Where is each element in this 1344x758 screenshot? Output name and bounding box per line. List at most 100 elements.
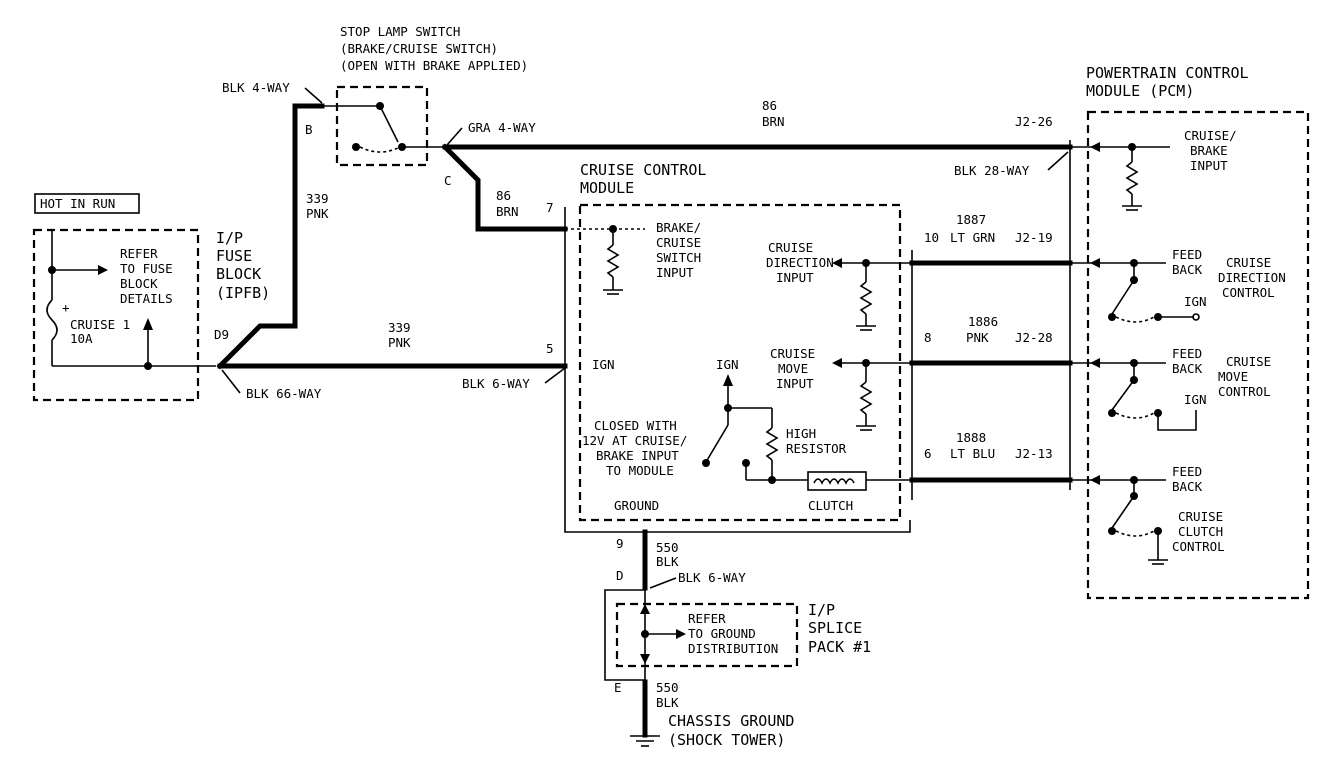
wire-1887-num: 1887	[956, 212, 986, 227]
pcm-j2-28: J2-28	[1015, 330, 1053, 345]
ccm-dir-input2: DIRECTION	[766, 255, 834, 270]
pcm-dir-control1: CRUISE	[1226, 255, 1271, 270]
wire-1887-color: LT GRN	[950, 230, 995, 245]
ground-pin-e: E	[614, 680, 622, 695]
ccm-pin8: 8	[924, 330, 932, 345]
ipfb-title4: (IPFB)	[216, 284, 270, 302]
pcm-j2-13: J2-13	[1015, 446, 1053, 461]
ccm-brake-input2: CRUISE	[656, 235, 701, 250]
stop-lamp-title3: (OPEN WITH BRAKE APPLIED)	[340, 58, 528, 73]
wire-1888-num: 1888	[956, 430, 986, 445]
ccm-connector: BLK 6-WAY	[462, 376, 530, 391]
ccm-brake-input1: BRAKE/	[656, 220, 701, 235]
ccm-move-input1: CRUISE	[770, 346, 815, 361]
splice-pack-box	[615, 602, 799, 668]
pcm-clutch-control1: CRUISE	[1178, 509, 1223, 524]
wire-1886-num: 1886	[968, 314, 998, 329]
ccm-high-resistor2: RESISTOR	[786, 441, 847, 456]
ipfb-connector: BLK 66-WAY	[246, 386, 322, 401]
fuse-label: CRUISE 1	[70, 317, 130, 332]
ccm-brake-input3: SWITCH	[656, 250, 701, 265]
wire-339-top-num: 339	[306, 191, 329, 206]
ccm-pin5: 5	[546, 341, 554, 356]
ccm-inner-box	[578, 203, 902, 522]
pcm-title2: MODULE (PCM)	[1086, 82, 1194, 100]
pcm-dir-control3: CONTROL	[1222, 285, 1275, 300]
ccm-closed-with1: CLOSED WITH	[594, 418, 677, 433]
splice-title3: PACK #1	[808, 638, 871, 656]
ccm-title2: MODULE	[580, 179, 634, 197]
wire-550-top-color: BLK	[656, 554, 679, 569]
stop-lamp-out-pin: C	[444, 173, 452, 188]
ccm-clutch: CLUTCH	[808, 498, 853, 513]
pcm-feedback1-a: FEED	[1172, 247, 1202, 262]
ccm-dir-input3: INPUT	[776, 270, 814, 285]
stop-lamp-title2: (BRAKE/CRUISE SWITCH)	[340, 41, 498, 56]
fuse-block-box	[32, 228, 200, 402]
ccm-move-input3: INPUT	[776, 376, 814, 391]
stop-lamp-switch-box	[335, 85, 429, 167]
fuse-amp: 10A	[70, 331, 93, 346]
ccm-pin6: 6	[924, 446, 932, 461]
ccm-closed-with2: 12V AT CRUISE/	[582, 433, 687, 448]
wire-1888-color: LT BLU	[950, 446, 995, 461]
pcm-box	[1086, 110, 1310, 600]
ipfb-title1: I/P	[216, 229, 243, 247]
pcm-move-control3: CONTROL	[1218, 384, 1271, 399]
stop-lamp-out-connector: GRA 4-WAY	[468, 120, 536, 135]
ipfb-terminal: D9	[214, 327, 229, 342]
wire-86-top-num: 86	[762, 98, 777, 113]
wire-1886-color: PNK	[966, 330, 989, 345]
pcm-j2-26: J2-26	[1015, 114, 1053, 129]
ccm-closed-with4: TO MODULE	[606, 463, 674, 478]
stop-lamp-in-connector: BLK 4-WAY	[222, 80, 290, 95]
hot-in-run-label: HOT IN RUN	[40, 196, 115, 211]
pcm-title1: POWERTRAIN CONTROL	[1086, 64, 1249, 82]
wire-86-to-ccm	[441, 143, 568, 232]
fuse-refer-line2: TO FUSE	[120, 261, 173, 276]
ccm-ground: GROUND	[614, 498, 659, 513]
wire-86-top-color: BRN	[762, 114, 785, 129]
pcm-feedback1-b: BACK	[1172, 262, 1203, 277]
splice-title1: I/P	[808, 601, 835, 619]
wire-339-top-color: PNK	[306, 206, 329, 221]
ground-refer1: REFER	[688, 611, 726, 626]
svg-text:+: +	[62, 300, 70, 315]
pcm-ign-a: IGN	[1184, 294, 1207, 309]
ccm-outline	[564, 207, 911, 533]
wire-339-bot-num: 339	[388, 320, 411, 335]
pcm-connector: BLK 28-WAY	[954, 163, 1030, 178]
pcm-clutch-control3: CONTROL	[1172, 539, 1225, 554]
wire-86-mid-num: 86	[496, 188, 511, 203]
ccm-move-input2: MOVE	[778, 361, 808, 376]
chassis-ground1: CHASSIS GROUND	[668, 712, 794, 730]
ccm-ign: IGN	[592, 357, 615, 372]
pcm-j2-19: J2-19	[1015, 230, 1053, 245]
fuse-refer-line4: DETAILS	[120, 291, 173, 306]
wire-86-mid-color: BRN	[496, 204, 519, 219]
pcm-cruise-brake3: INPUT	[1190, 158, 1228, 173]
ccm-pin7: 7	[546, 200, 554, 215]
ground-refer2: TO GROUND	[688, 626, 756, 641]
ipfb-title3: BLOCK	[216, 265, 261, 283]
pcm-feedback3-b: BACK	[1172, 479, 1203, 494]
ipfb-title2: FUSE	[216, 247, 252, 265]
fuse-symbol	[46, 299, 58, 341]
ccm-high-resistor1: HIGH	[786, 426, 816, 441]
ccm-pin10: 10	[924, 230, 939, 245]
wire-339-up	[216, 103, 325, 370]
pcm-cruise-brake1: CRUISE/	[1184, 128, 1237, 143]
chassis-ground2: (SHOCK TOWER)	[668, 731, 785, 749]
pcm-clutch-control2: CLUTCH	[1178, 524, 1223, 539]
pcm-cruise-brake2: BRAKE	[1190, 143, 1228, 158]
ccm-brake-input4: INPUT	[656, 265, 694, 280]
ccm-ign2: IGN	[716, 357, 739, 372]
pcm-move-control1: CRUISE	[1226, 354, 1271, 369]
ccm-closed-with3: BRAKE INPUT	[596, 448, 679, 463]
wire-550-top-num: 550	[656, 540, 679, 555]
ground-pin-d: D	[616, 568, 624, 583]
pcm-feedback3-a: FEED	[1172, 464, 1202, 479]
fuse-refer-line1: REFER	[120, 246, 158, 261]
